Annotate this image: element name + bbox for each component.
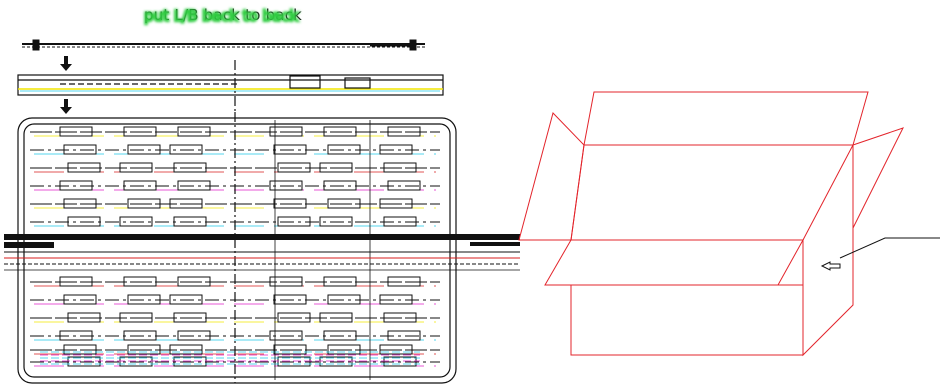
board-component	[273, 294, 307, 305]
board-component	[383, 216, 417, 227]
board-component	[127, 294, 161, 305]
board-component	[119, 216, 153, 227]
board-component	[277, 216, 311, 227]
board-component	[379, 198, 413, 209]
board-component	[319, 162, 353, 173]
board-component	[67, 216, 101, 227]
board-component	[277, 356, 311, 367]
board-component	[269, 126, 303, 137]
board-component	[173, 312, 207, 323]
board-component	[319, 356, 353, 367]
board-component	[177, 276, 211, 287]
board-component	[59, 330, 93, 341]
board-component	[269, 276, 303, 287]
board-component	[59, 180, 93, 191]
board-component	[387, 276, 421, 287]
board-component	[383, 312, 417, 323]
board-component	[127, 198, 161, 209]
board-component	[319, 216, 353, 227]
board-component	[269, 330, 303, 341]
arrow-down-icon	[60, 56, 72, 71]
board-component	[169, 144, 203, 155]
arrow-down-icon	[60, 99, 72, 114]
connector-bar	[4, 234, 520, 271]
board-component	[387, 330, 421, 341]
board-component	[273, 144, 307, 155]
board-component	[269, 180, 303, 191]
board-component	[63, 344, 97, 355]
board-component	[123, 330, 157, 341]
board-component	[177, 330, 211, 341]
board-component	[169, 344, 203, 355]
board-component	[273, 198, 307, 209]
board-component	[127, 344, 161, 355]
board-component	[123, 276, 157, 287]
board-component	[67, 162, 101, 173]
board-component	[63, 198, 97, 209]
board-component	[59, 126, 93, 137]
board-component	[327, 294, 361, 305]
board-component	[119, 162, 153, 173]
board-component	[67, 356, 101, 367]
board-side-view-middle	[17, 60, 444, 112]
board-component	[119, 356, 153, 367]
instruction-caption: put L/B back to back	[144, 6, 303, 24]
board-component	[59, 276, 93, 287]
board-component	[327, 198, 361, 209]
board-side-view-top	[22, 39, 425, 51]
board-component	[379, 144, 413, 155]
board-component	[379, 294, 413, 305]
board-component	[169, 198, 203, 209]
board-component	[323, 330, 357, 341]
board-component	[273, 344, 307, 355]
board-component	[177, 180, 211, 191]
lb-stack-top-view	[17, 112, 457, 384]
board-component	[383, 356, 417, 367]
board-component	[173, 162, 207, 173]
board-component	[323, 276, 357, 287]
board-component	[173, 356, 207, 367]
board-component	[127, 144, 161, 155]
board-component	[119, 312, 153, 323]
board-component	[387, 126, 421, 137]
board-component	[63, 144, 97, 155]
open-carton-box	[518, 91, 904, 357]
board-component	[327, 144, 361, 155]
board-component	[379, 344, 413, 355]
board-component	[319, 312, 353, 323]
board-component	[327, 344, 361, 355]
insert-indicator	[820, 237, 940, 271]
board-component	[177, 126, 211, 137]
board-component	[323, 180, 357, 191]
board-component	[123, 126, 157, 137]
board-component	[169, 294, 203, 305]
board-component	[63, 294, 97, 305]
board-component	[277, 312, 311, 323]
board-component	[173, 216, 207, 227]
board-component	[387, 180, 421, 191]
board-component	[123, 180, 157, 191]
caption-glow: put L/B back to back	[144, 7, 298, 25]
board-component	[277, 162, 311, 173]
board-component	[383, 162, 417, 173]
board-component	[67, 312, 101, 323]
board-component	[323, 126, 357, 137]
arrow-left-icon	[820, 261, 841, 271]
